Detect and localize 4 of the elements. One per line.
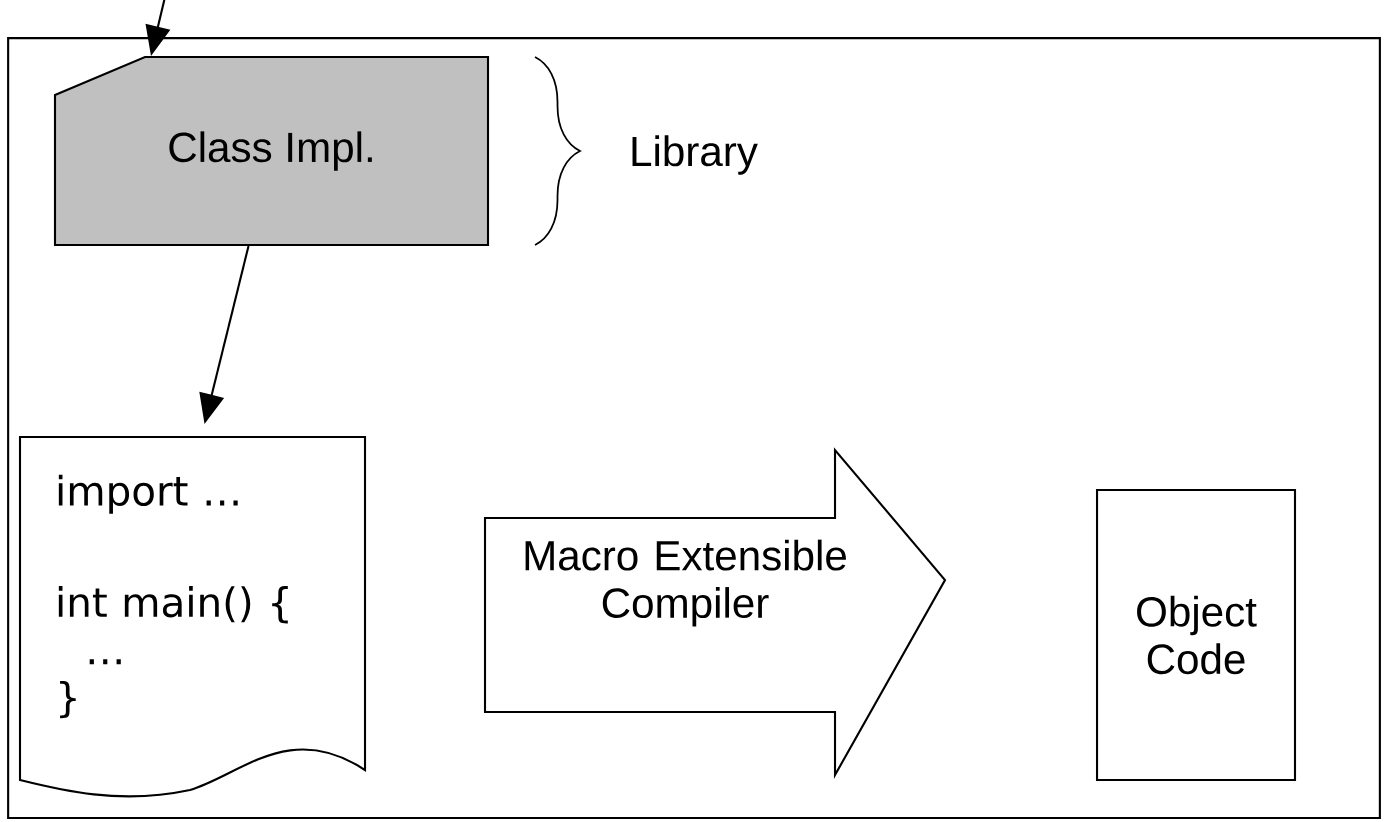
frame-box [7,37,1381,819]
process-box: Object Code [1095,488,1297,782]
card-box: Class Impl. [53,55,490,247]
brace-label: Library [632,135,758,175]
